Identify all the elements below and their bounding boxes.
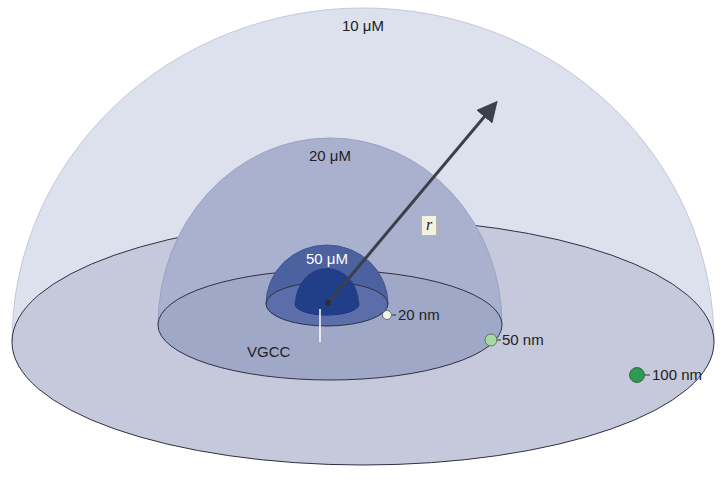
leader-line	[497, 340, 501, 341]
distance-label: 20 nm	[398, 306, 440, 324]
vgcc-channel	[295, 268, 359, 315]
leader-line	[645, 375, 650, 376]
distance-dot	[630, 368, 645, 383]
concentration-hemisphere: 20 μM 50 μM	[158, 138, 502, 382]
channel-centre	[325, 300, 331, 306]
concentration-label: 10 μM	[12, 8, 714, 35]
concentration-hemisphere: 10 μM 20 μM 50 μM	[12, 8, 714, 468]
channel-label: VGCC	[247, 343, 290, 361]
distance-dot	[383, 311, 392, 320]
leader-line	[392, 315, 396, 316]
radius-arrow	[328, 104, 495, 303]
hemisphere-base	[12, 219, 714, 465]
distance-label: 100 nm	[652, 366, 702, 384]
concentration-label: 20 μM	[158, 138, 502, 165]
distance-dot	[485, 334, 497, 346]
concentration-hemisphere: 50 μM	[266, 245, 388, 327]
distance-label: 50 nm	[502, 331, 544, 349]
vgcc-leader	[319, 309, 321, 342]
concentration-label: 50 μM	[266, 245, 388, 268]
radius-symbol: r	[421, 215, 437, 236]
